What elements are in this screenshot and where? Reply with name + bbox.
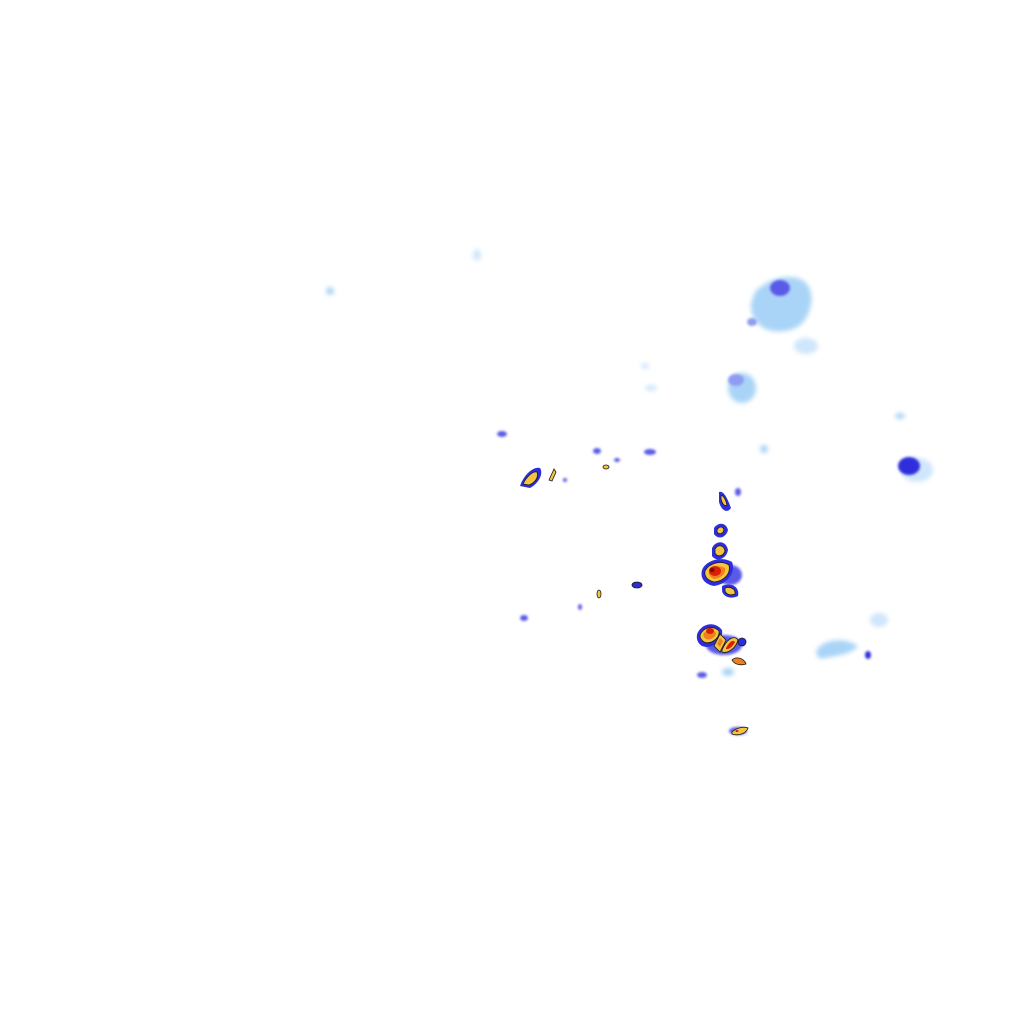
east-isolated-cell-echo: [898, 457, 920, 475]
ne-cluster-center-echo: [770, 280, 790, 296]
southwest-speck-echo: [520, 615, 528, 621]
central-south-light-echo: [722, 668, 734, 676]
convective-layer: [520, 464, 749, 736]
southeast-dot-echo: [865, 651, 871, 659]
north-line-halo-echo: [735, 488, 741, 496]
central-line-north-core: [720, 495, 728, 506]
south-speck-2-echo: [697, 672, 707, 678]
west-speck-echo: [497, 431, 507, 437]
central-west-speck-echo: [563, 478, 567, 482]
west-pocket-cell: [602, 464, 610, 470]
central-line-lower-core: [724, 586, 736, 596]
west-halo-3-echo: [614, 458, 620, 462]
southeast-fragment-echo: [870, 613, 888, 627]
ne-cluster-edge-echo: [747, 318, 757, 326]
south-cell-e: [737, 637, 747, 647]
west-halo-2-echo: [644, 449, 656, 455]
south-cell-c-core: [726, 640, 735, 650]
central-line-mid-core: [714, 545, 726, 557]
ne-mid-cell-core-echo: [728, 374, 744, 386]
ne-cluster-large-echo: [750, 277, 812, 332]
west-halo-echo: [593, 448, 601, 454]
northwest-speck-1: [326, 287, 334, 295]
far-east-speck-echo: [895, 413, 905, 419]
west-band-core: [522, 471, 538, 486]
central-line-south-red: [706, 628, 714, 634]
southern-trailing-cell-core: [731, 726, 749, 736]
west-pocket-cell-2: [596, 589, 602, 599]
south-cell-b-core: [717, 638, 723, 647]
central-light-cell-echo: [641, 363, 649, 369]
southern-trailing-cell-red: [735, 730, 739, 732]
southeast-light-band-echo: [816, 640, 858, 659]
south-cell-d: [731, 657, 747, 666]
central-light-speck-echo: [645, 385, 657, 391]
west-pocket-cell-3: [631, 581, 643, 589]
central-line-core-center: [709, 568, 715, 572]
ne-cluster-tail-echo: [794, 338, 818, 354]
south-speck-echo: [578, 604, 582, 610]
east-speck-echo: [760, 445, 768, 453]
north-speck-2: [473, 249, 481, 261]
central-line-upper-core: [716, 526, 725, 535]
west-band-fragment: [548, 468, 557, 482]
